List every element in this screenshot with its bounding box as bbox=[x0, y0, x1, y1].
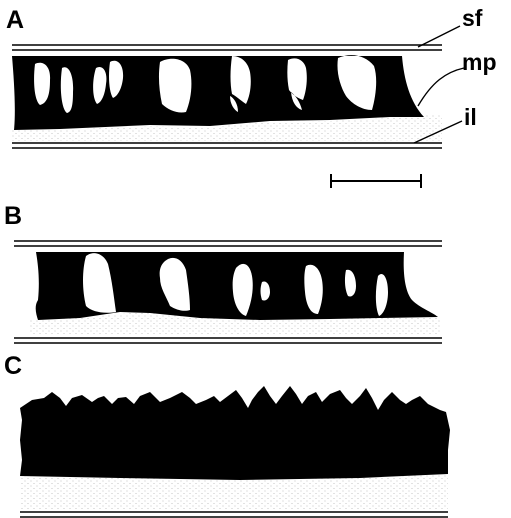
panel-b-middle-layer bbox=[36, 252, 438, 320]
panel-a-surface-film bbox=[12, 45, 442, 50]
sf-leader-line bbox=[418, 26, 460, 47]
panel-a: A sf mp il bbox=[6, 5, 497, 148]
scale-bar bbox=[331, 174, 421, 188]
mp-label: mp bbox=[462, 49, 497, 75]
panel-c-letter: C bbox=[4, 352, 22, 380]
panel-c-inner-layer bbox=[20, 474, 448, 517]
panel-b-surface-film bbox=[14, 241, 442, 246]
panel-b-letter: B bbox=[4, 202, 22, 230]
panel-c-middle-layer bbox=[20, 386, 450, 480]
panel-a-middle-layer bbox=[12, 55, 424, 130]
mp-leader-line bbox=[418, 68, 464, 106]
panel-c: C bbox=[4, 352, 450, 517]
panel-a-letter: A bbox=[6, 6, 24, 34]
il-label: il bbox=[464, 104, 477, 130]
panel-b: B bbox=[4, 202, 442, 343]
sf-label: sf bbox=[462, 5, 483, 31]
